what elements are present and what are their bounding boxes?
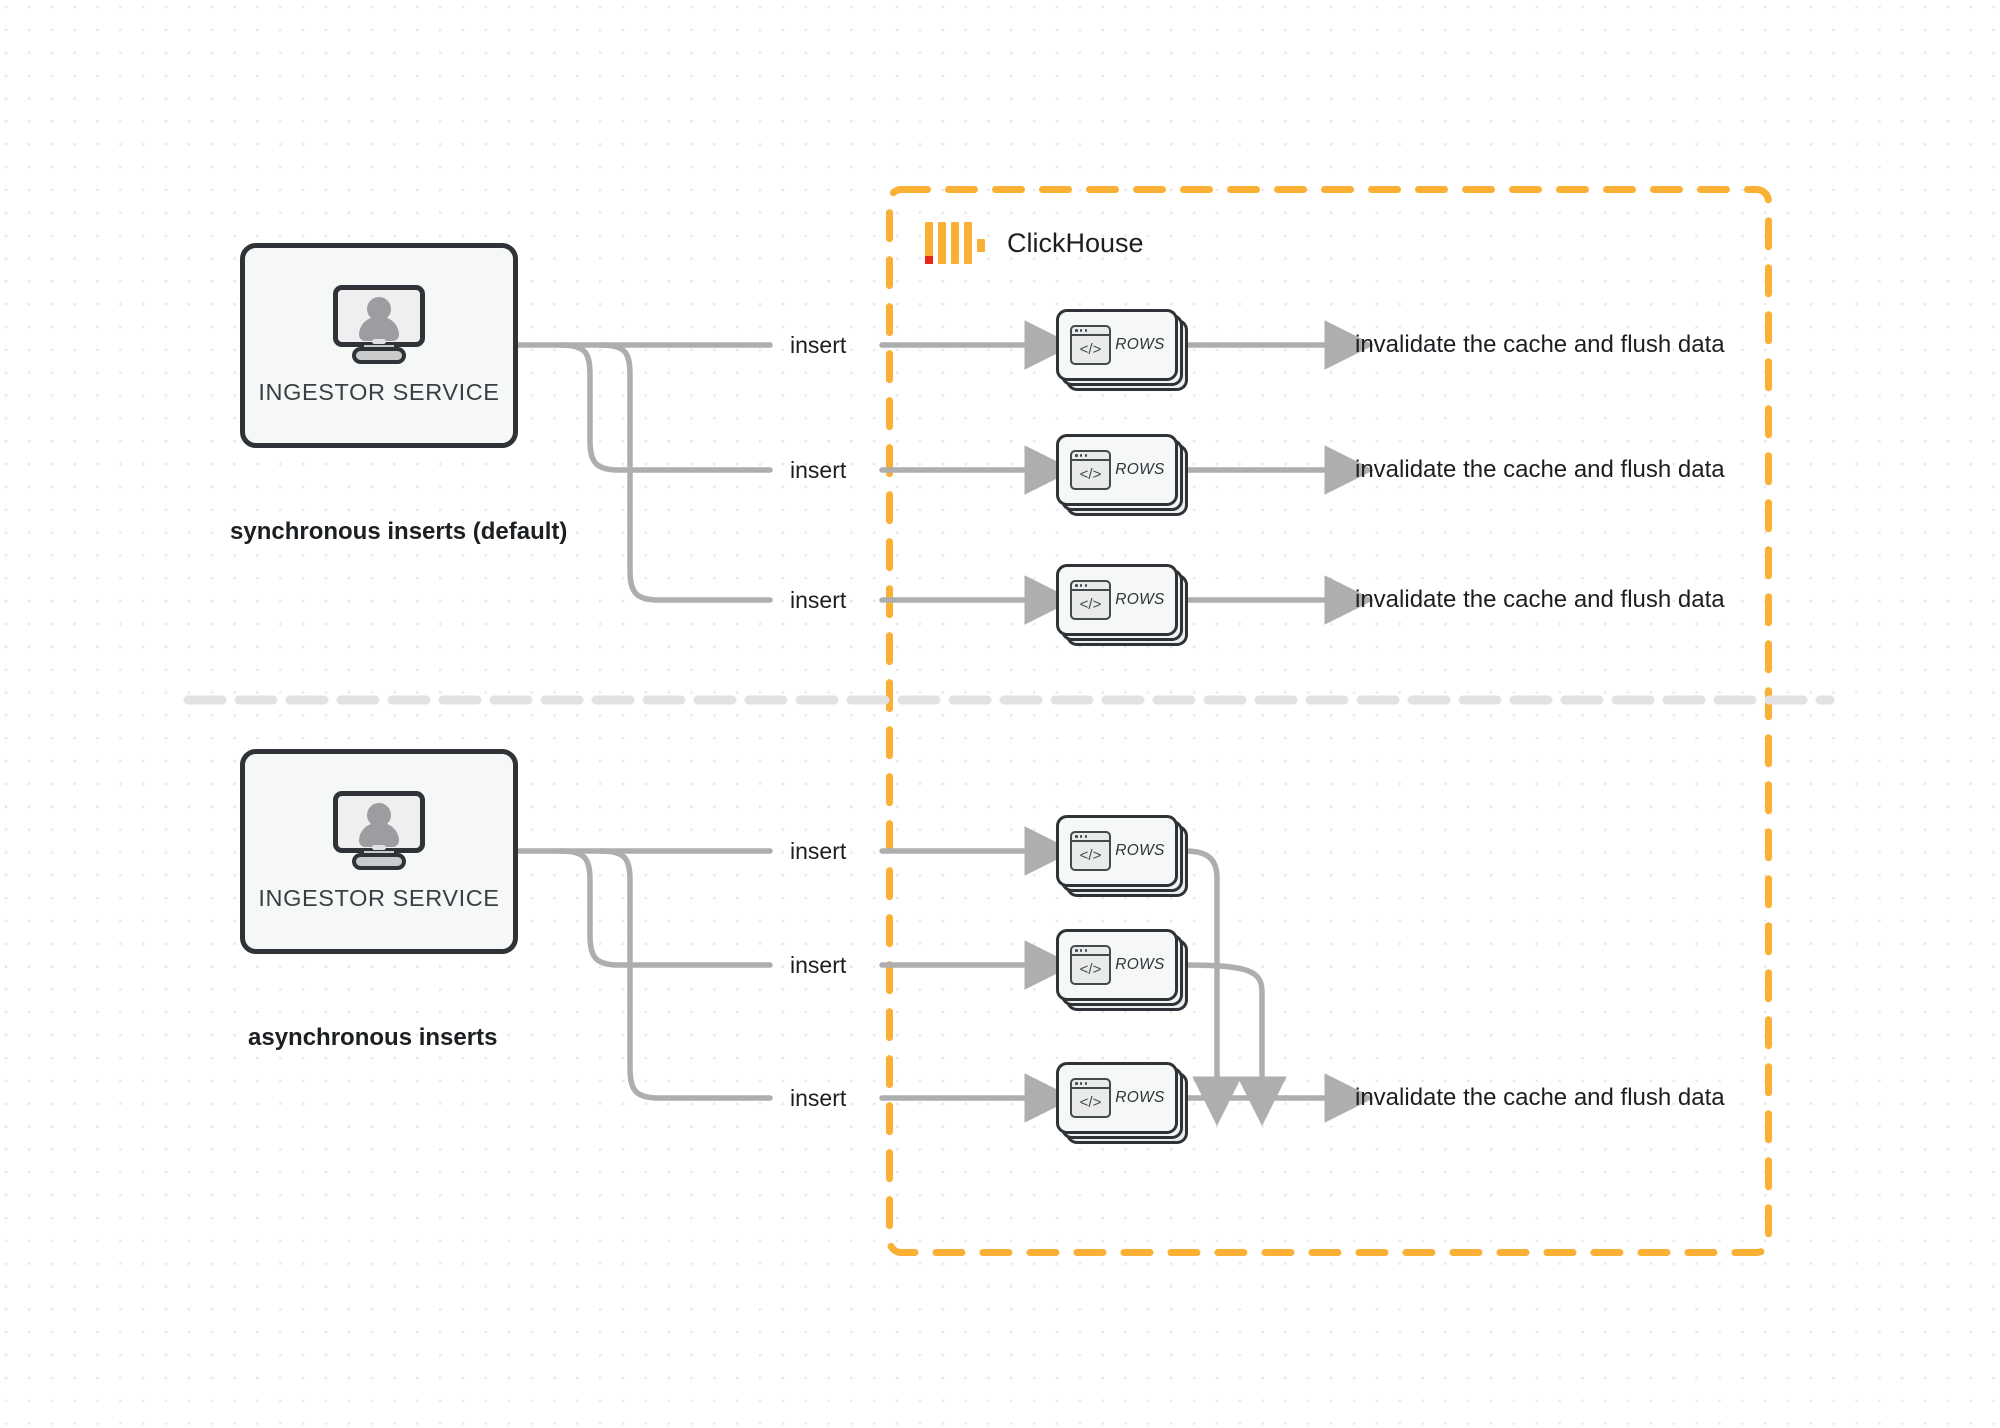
sync-insert-label-1: insert xyxy=(790,332,847,358)
async-rows-card-label-2: ROWS xyxy=(1115,956,1165,973)
edge-sync-branch-2 xyxy=(557,342,773,473)
async-rows-card-label-3: ROWS xyxy=(1115,1089,1165,1106)
sync-insert-label-3: insert xyxy=(790,587,847,613)
code-window-icon: </> xyxy=(1070,325,1111,365)
async-output-label: invalidate the cache and flush data xyxy=(1355,1084,1725,1111)
clickhouse-label: ClickHouse xyxy=(1007,227,1144,258)
sync-section-caption: synchronous inserts (default) xyxy=(230,518,568,545)
async-insert-label-2: insert xyxy=(790,952,847,978)
sync-ingestor-service-box[interactable]: INGESTOR SERVICE xyxy=(240,243,518,448)
code-window-icon: </> xyxy=(1070,945,1111,985)
sync-rows-card-label-2: ROWS xyxy=(1115,461,1165,478)
sync-output-label-3: invalidate the cache and flush data xyxy=(1355,586,1725,613)
edge-async-branch-3 xyxy=(597,848,773,1101)
async-insert-label-3: insert xyxy=(790,1085,847,1111)
sync-rows-card-label-1: ROWS xyxy=(1115,336,1165,353)
clickhouse-brand: ClickHouse xyxy=(925,222,1144,264)
sync-rows-card-1[interactable]: </> ROWS xyxy=(1056,309,1188,391)
code-window-icon: </> xyxy=(1070,450,1111,490)
async-ingestor-service-box[interactable]: INGESTOR SERVICE xyxy=(240,749,518,954)
monitor-user-icon xyxy=(333,791,425,870)
async-ingestor-service-label: INGESTOR SERVICE xyxy=(258,885,500,911)
sync-ingestor-service-label: INGESTOR SERVICE xyxy=(258,379,500,405)
async-rows-card-3[interactable]: </> ROWS xyxy=(1056,1062,1188,1144)
sync-rows-card-3[interactable]: </> ROWS xyxy=(1056,564,1188,646)
edge-async-branch-2 xyxy=(557,848,773,968)
async-rows-card-2[interactable]: </> ROWS xyxy=(1056,929,1188,1011)
code-window-icon: </> xyxy=(1070,580,1111,620)
sync-insert-label-2: insert xyxy=(790,457,847,483)
async-rows-card-label-1: ROWS xyxy=(1115,842,1165,859)
arrow-async-merge-2 xyxy=(1182,962,1287,1126)
edge-sync-branch-3 xyxy=(597,342,773,603)
sync-output-label-2: invalidate the cache and flush data xyxy=(1355,456,1725,483)
arrow-async-merge-1 xyxy=(1182,848,1242,1126)
sync-output-label-1: invalidate the cache and flush data xyxy=(1355,331,1725,358)
code-window-icon: </> xyxy=(1070,831,1111,871)
code-window-icon: </> xyxy=(1070,1078,1111,1118)
async-rows-card-1[interactable]: </> ROWS xyxy=(1056,815,1188,897)
sync-rows-card-2[interactable]: </> ROWS xyxy=(1056,434,1188,516)
sync-rows-card-label-3: ROWS xyxy=(1115,591,1165,608)
monitor-user-icon xyxy=(333,285,425,364)
async-insert-label-1: insert xyxy=(790,838,847,864)
clickhouse-logo-icon xyxy=(925,222,985,264)
async-section-caption: asynchronous inserts xyxy=(248,1024,498,1051)
